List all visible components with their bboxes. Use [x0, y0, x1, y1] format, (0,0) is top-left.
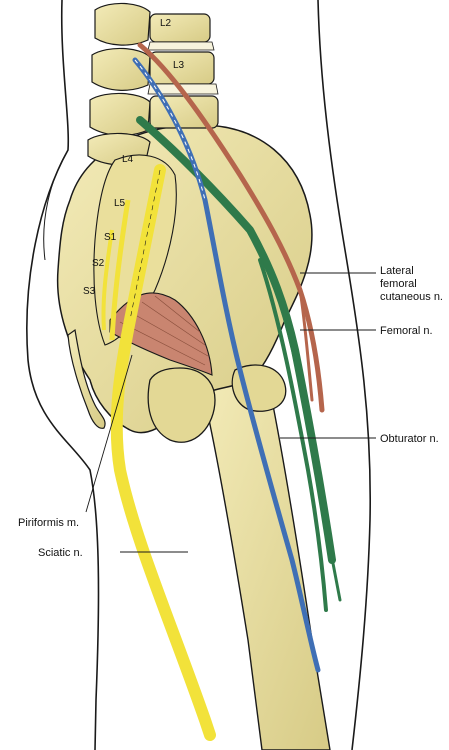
label-l2: L2 [160, 18, 172, 29]
body-outline-right [317, 0, 372, 750]
sciatic-nerve [110, 164, 216, 741]
label-lateral-femoral-cutaneous: Lateral femoral cutaneous n. [380, 265, 443, 303]
label-sciatic: Sciatic n. [38, 547, 83, 559]
label-piriformis: Piriformis m. [18, 517, 79, 529]
label-lfc-line3: cutaneous n. [380, 291, 443, 303]
label-obturator: Obturator n. [380, 433, 439, 445]
lateral-femoral-cutaneous-nerve [137, 42, 325, 413]
label-s2: S2 [92, 258, 105, 269]
label-l5: L5 [114, 198, 126, 209]
body-outline-left [26, 0, 100, 750]
label-s3: S3 [83, 286, 96, 297]
label-lfc-line2: femoral [380, 278, 417, 290]
label-s1: S1 [104, 232, 117, 243]
femoral-head [147, 367, 216, 443]
femur-shaft [199, 379, 331, 750]
body-outline-left-inner [43, 149, 69, 261]
leader-piriformis [85, 354, 133, 513]
label-lfc-line1: Lateral [380, 265, 414, 277]
label-femoral: Femoral n. [380, 325, 433, 337]
label-l4: L4 [122, 154, 134, 165]
label-l3: L3 [173, 60, 185, 71]
coccyx [67, 328, 106, 429]
